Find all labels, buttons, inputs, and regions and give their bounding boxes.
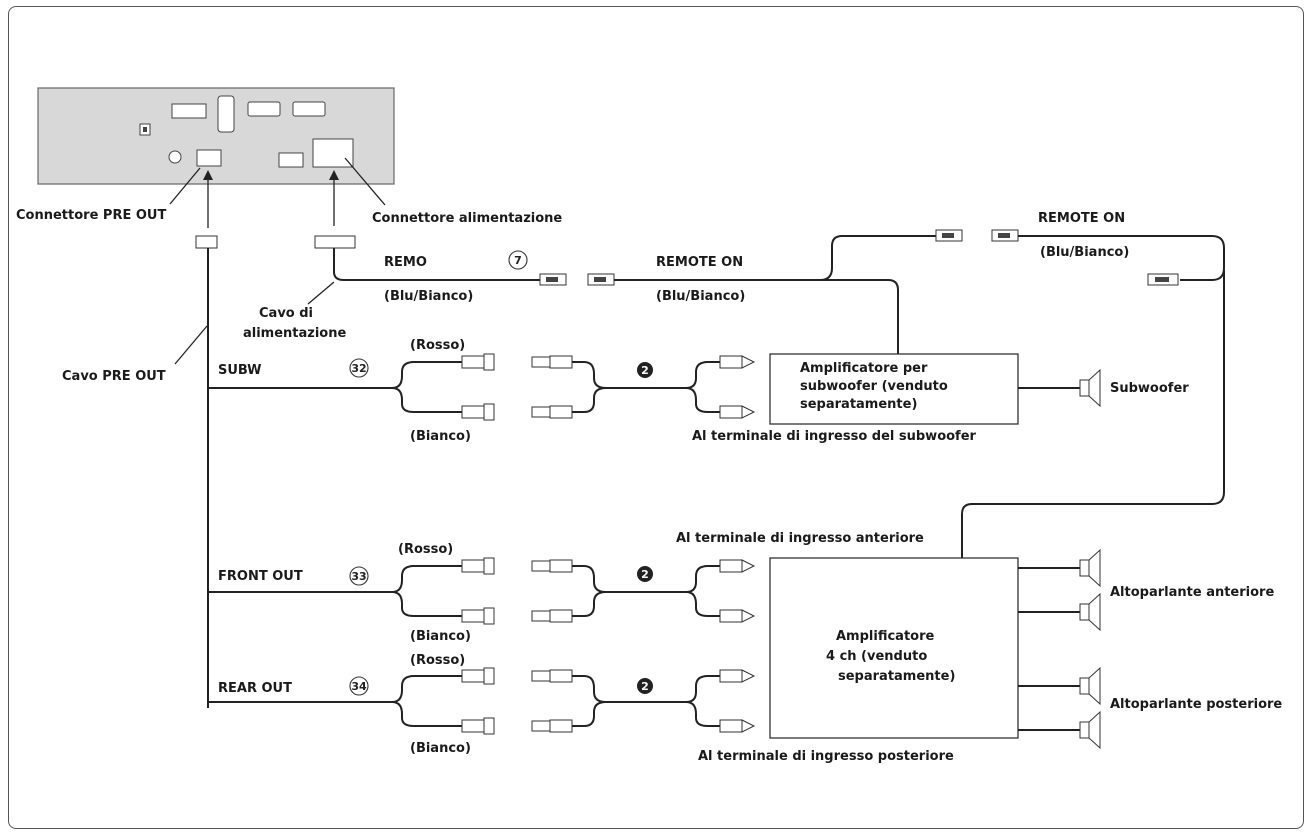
cavo-di-label: Cavo di bbox=[259, 306, 313, 321]
blu-bianco-label-2: (Blu/Bianco) bbox=[656, 289, 745, 304]
pre-out-connector bbox=[169, 167, 218, 249]
al-term-post-label: Al terminale di ingresso posteriore bbox=[698, 749, 954, 764]
amp4-line3: separatamente) bbox=[838, 669, 955, 684]
bianco-label-3: (Bianco) bbox=[410, 741, 471, 756]
connettore-pre-out-label: Connettore PRE OUT bbox=[16, 208, 166, 223]
connettore-alimentazione-label: Connettore alimentazione bbox=[372, 211, 562, 226]
number-2-3: 2 bbox=[641, 680, 649, 693]
remo-label: REMO bbox=[384, 255, 427, 270]
al-term-ant-label: Al terminale di ingresso anteriore bbox=[676, 531, 924, 546]
number-2-2: 2 bbox=[641, 568, 649, 581]
amp-4ch-box bbox=[769, 557, 1019, 739]
altop-ant-label: Altoparlante anteriore bbox=[1110, 585, 1274, 600]
number-32: 32 bbox=[351, 362, 366, 375]
amp4-line2: 4 ch (venduto bbox=[826, 649, 927, 664]
alimentazione-label: alimentazione bbox=[243, 326, 346, 341]
head-unit bbox=[37, 87, 395, 185]
amp4-line1: Amplificatore bbox=[836, 629, 934, 644]
number-32-badge bbox=[349, 358, 369, 378]
number-2-badge-3 bbox=[637, 678, 653, 694]
number-7: 7 bbox=[514, 254, 522, 267]
rosso-label-1: (Rosso) bbox=[410, 338, 465, 353]
amp-sub-line3: separatamente) bbox=[800, 397, 917, 412]
cavo-pre-out-label: Cavo PRE OUT bbox=[62, 369, 166, 384]
blu-bianco-label-3: (Blu/Bianco) bbox=[1040, 245, 1129, 260]
number-33: 33 bbox=[351, 570, 366, 583]
subwoofer-label: Subwoofer bbox=[1110, 381, 1189, 396]
number-34-badge bbox=[349, 676, 369, 696]
blu-bianco-label-1: (Blu/Bianco) bbox=[384, 289, 473, 304]
rear-out-label: REAR OUT bbox=[218, 681, 292, 696]
altop-post-label: Altoparlante posteriore bbox=[1110, 697, 1282, 712]
number-34: 34 bbox=[351, 680, 367, 693]
remote-on-label-2: REMOTE ON bbox=[1038, 211, 1125, 226]
al-term-sub-label: Al terminale di ingresso del subwoofer bbox=[692, 429, 977, 444]
number-2-badge-1 bbox=[637, 362, 653, 378]
rosso-label-2: (Rosso) bbox=[398, 542, 453, 557]
rosso-label-3: (Rosso) bbox=[410, 653, 465, 668]
remote-wires bbox=[333, 229, 1225, 558]
remote-on-label-1: REMOTE ON bbox=[656, 255, 743, 270]
power-connector bbox=[314, 157, 386, 249]
subw-row bbox=[208, 353, 1101, 425]
bianco-label-2: (Bianco) bbox=[410, 629, 471, 644]
amp-sub-line2: subwoofer (venduto bbox=[800, 379, 948, 394]
number-2-badge-2 bbox=[637, 566, 653, 582]
subw-label: SUBW bbox=[218, 363, 261, 378]
number-2-1: 2 bbox=[641, 364, 649, 377]
number-7-badge bbox=[508, 250, 528, 270]
rear-out-row bbox=[208, 667, 756, 735]
number-33-badge bbox=[349, 566, 369, 586]
front-out-label: FRONT OUT bbox=[218, 569, 303, 584]
front-out-row bbox=[208, 557, 756, 625]
amp-sub-line1: Amplificatore per bbox=[800, 361, 928, 376]
speakers bbox=[1018, 548, 1101, 750]
bianco-label-1: (Bianco) bbox=[410, 429, 471, 444]
